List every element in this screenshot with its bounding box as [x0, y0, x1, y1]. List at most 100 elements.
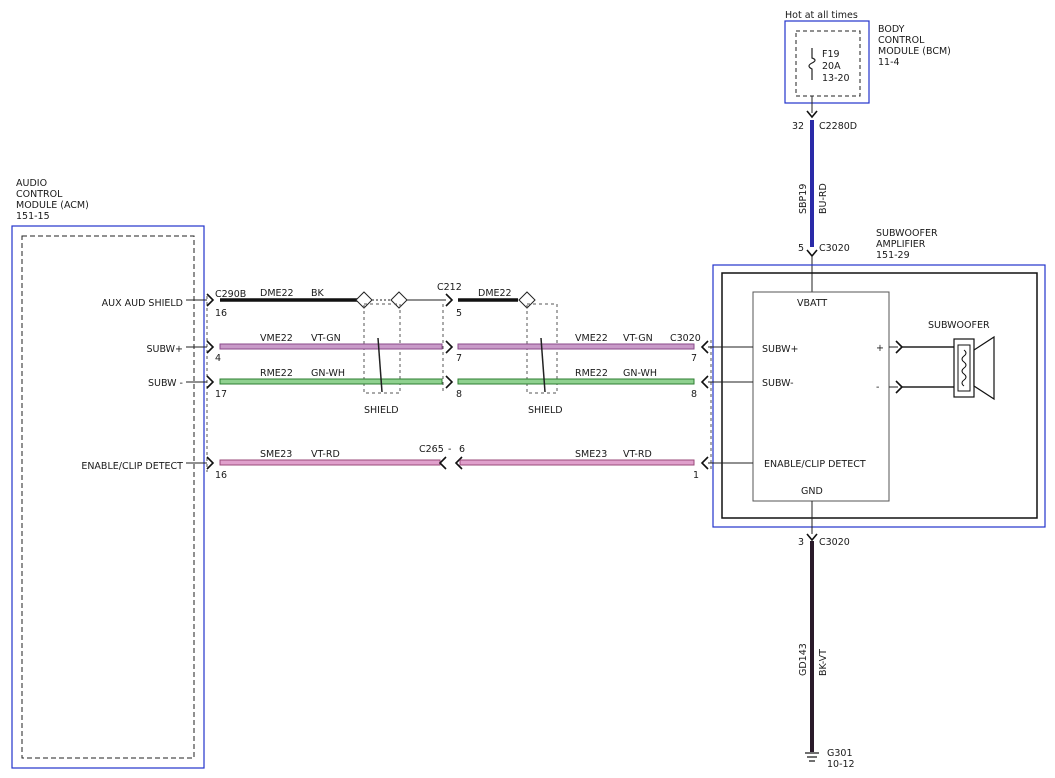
amp-circuit-box	[752, 291, 890, 502]
wire-dme22-left-circuit: DME22	[260, 288, 294, 299]
plus-row-pin-right: 7	[691, 353, 697, 364]
bcm-name-2: CONTROL	[878, 35, 925, 46]
c265-label: C265	[419, 444, 444, 455]
c212-arrow-1	[445, 293, 454, 307]
ground-symbol-icon	[805, 752, 819, 762]
amp-conn-arrow-enable	[700, 456, 709, 470]
fuse-label: F19	[822, 49, 840, 60]
fuse-rating: 20A	[822, 61, 841, 72]
amp-outer-box	[712, 264, 1046, 528]
bcm-hot-label: Hot at all times	[785, 10, 858, 21]
bcm-box	[784, 20, 870, 104]
wire-bk-vt-circuit: GD143	[798, 643, 809, 676]
shield-row-pin-left: 16	[215, 308, 227, 319]
fuse-ref: 13-20	[822, 73, 850, 84]
amp-vbatt-arrow	[806, 249, 818, 258]
wire-vme22-right	[457, 343, 695, 350]
wire-sme23-left-color: VT-RD	[311, 449, 340, 460]
c265-pin: 6	[459, 444, 465, 455]
amp-enable-clip-label: ENABLE/CLIP DETECT	[764, 459, 866, 470]
amp-gnd-arrow	[806, 533, 818, 542]
amp-inner-box	[721, 272, 1038, 519]
amp-conn-arrow-plus	[700, 340, 709, 354]
amp-conn-arrow-minus	[700, 375, 709, 389]
c265-dash: -	[448, 444, 451, 455]
enable-row-pin-right: 1	[693, 470, 699, 481]
c3020-label: C3020	[670, 333, 701, 344]
enable-row-pin-left: 16	[215, 470, 227, 481]
amp-gnd-connector: C3020	[819, 537, 850, 548]
c212-arrow-2	[445, 340, 454, 354]
acm-pin-aux-aud-shield: AUX AUD SHIELD	[102, 298, 183, 309]
amp-subw-plus-label: SUBW+	[762, 344, 799, 355]
wire-bu-rd-circuit: SBP19	[798, 184, 809, 214]
fuse-icon	[808, 48, 816, 80]
acm-conn-arrow-1	[206, 293, 215, 307]
wire-vme22-left-color: VT-GN	[311, 333, 341, 344]
c212-label: C212	[437, 282, 462, 293]
acm-pin-subw-plus: SUBW+	[146, 344, 183, 355]
wire-rme22-right-circuit: RME22	[575, 368, 608, 379]
acm-pin-enable-clip: ENABLE/CLIP DETECT	[81, 461, 183, 472]
wire-rme22-left	[219, 378, 443, 385]
twist-marker-2	[540, 337, 546, 393]
bcm-name-3: MODULE (BCM)	[878, 46, 951, 57]
acm-name-2: CONTROL	[16, 189, 63, 200]
c265-arrow-left	[438, 456, 447, 470]
acm-pin-subw-minus: SUBW -	[148, 378, 183, 389]
wire-rme22-right-color: GN-WH	[623, 368, 657, 379]
acm-name-4: 151-15	[16, 211, 50, 222]
wire-rme22-right	[457, 378, 695, 385]
amp-vbatt-label: VBATT	[797, 298, 827, 309]
shield-diamond-2	[390, 291, 408, 309]
c290b-label: C290B	[215, 289, 246, 300]
bcm-pin-arrow	[806, 110, 818, 119]
amp-name-3: 151-29	[876, 250, 910, 261]
wire-dme22-right-circuit: DME22	[478, 288, 512, 299]
bcm-inner-dashed	[795, 30, 861, 97]
shield-label-2: SHIELD	[528, 405, 563, 416]
acm-conn-arrow-3	[206, 375, 215, 389]
bcm-name-4: 11-4	[878, 57, 900, 68]
plus-row-pin-left: 4	[215, 353, 221, 364]
twist-marker-1	[377, 337, 383, 393]
ground-ref: 10-12	[827, 759, 855, 770]
bcm-connector: C2280D	[819, 121, 857, 132]
wire-sme23-right	[459, 459, 695, 466]
bcm-name-1: BODY	[878, 24, 905, 35]
plus-row-pin-mid: 7	[456, 353, 462, 364]
amp-name-1: SUBWOOFER	[876, 228, 938, 239]
wire-vme22-left	[219, 343, 443, 350]
minus-row-pin-right: 8	[691, 389, 697, 400]
c265-arrow-right	[454, 456, 463, 470]
amp-gnd-label: GND	[801, 486, 823, 497]
wire-bu-rd-color: BU-RD	[818, 183, 829, 214]
bcm-pin-number: 32	[792, 121, 804, 132]
acm-name-1: AUDIO	[16, 178, 47, 189]
amp-vbatt-pin: 5	[798, 243, 804, 254]
wire-vme22-right-circuit: VME22	[575, 333, 608, 344]
wire-dme22-left-color: BK	[311, 288, 325, 299]
acm-name-3: MODULE (ACM)	[16, 200, 89, 211]
acm-box	[11, 225, 205, 769]
acm-conn-arrow-2	[206, 340, 215, 354]
wire-sme23-left	[219, 459, 441, 466]
wire-rme22-left-circuit: RME22	[260, 368, 293, 379]
wire-vme22-right-color: VT-GN	[623, 333, 653, 344]
wire-rme22-left-color: GN-WH	[311, 368, 345, 379]
wire-vme22-left-circuit: VME22	[260, 333, 293, 344]
shield-row-pin-mid: 5	[456, 308, 462, 319]
amp-minus-sign: -	[876, 382, 879, 393]
wire-sme23-right-circuit: SME23	[575, 449, 607, 460]
c212-arrow-3	[445, 375, 454, 389]
wire-bk-vt-color: BK-VT	[818, 649, 829, 676]
acm-inner-dashed	[21, 235, 195, 759]
amp-gnd-pin: 3	[798, 537, 804, 548]
speaker-label: SUBWOOFER	[928, 320, 990, 331]
minus-row-pin-mid: 8	[456, 389, 462, 400]
shield-label-1: SHIELD	[364, 405, 399, 416]
minus-row-pin-left: 17	[215, 389, 227, 400]
acm-conn-arrow-4	[206, 456, 215, 470]
subwoofer-speaker-icon	[953, 335, 995, 401]
